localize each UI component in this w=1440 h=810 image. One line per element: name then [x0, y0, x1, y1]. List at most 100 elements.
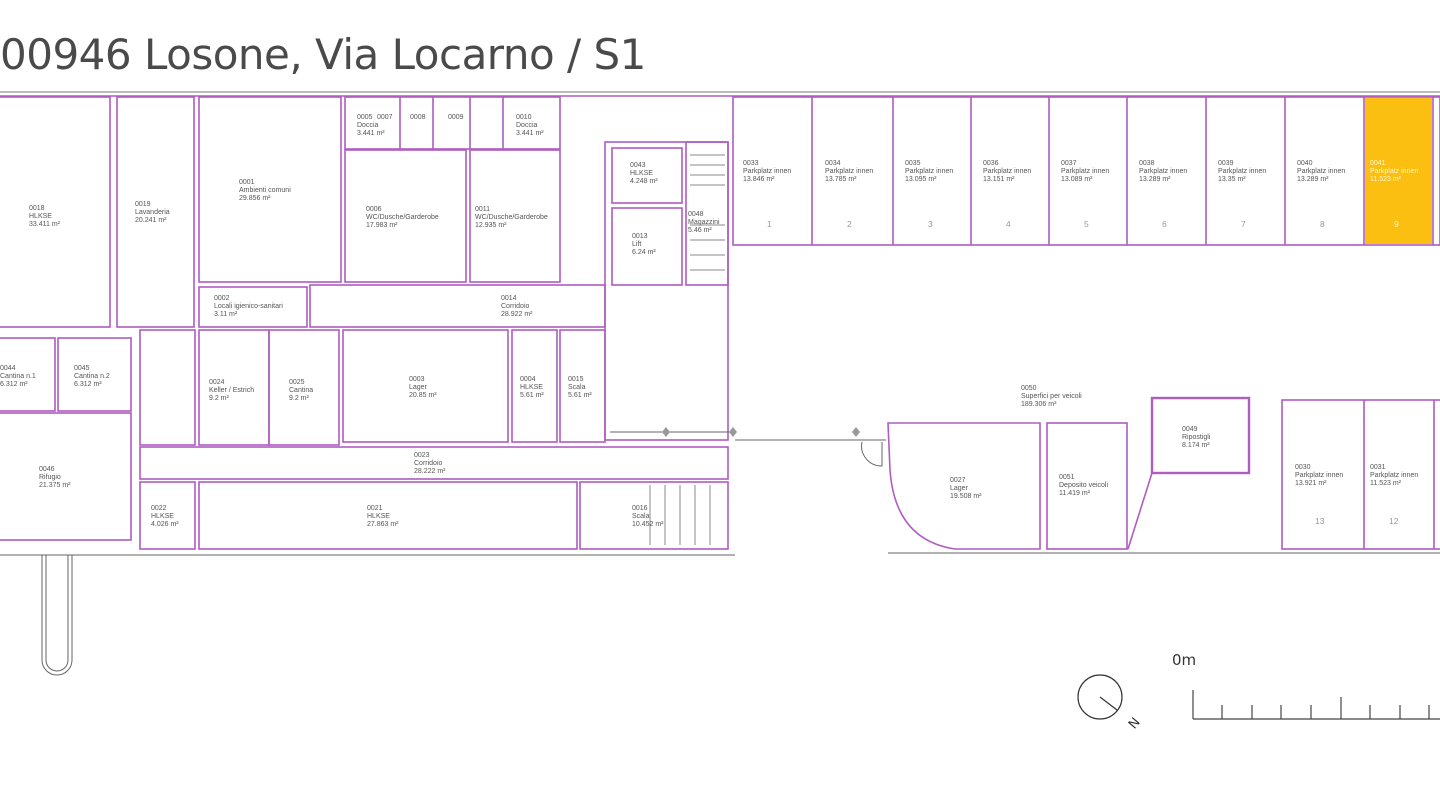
id-label: 0031: [1370, 464, 1386, 471]
id-label: 0045: [74, 365, 90, 372]
name-label: Parkplatz innen: [1295, 472, 1344, 479]
area-label: 19.508 m²: [950, 493, 982, 500]
name-label: HLKSE: [151, 513, 174, 520]
name-label: HLKSE: [520, 384, 543, 391]
area-label: 13.151 m²: [983, 176, 1015, 183]
id-label: 0015: [568, 376, 584, 383]
id-label: 0051: [1059, 474, 1075, 481]
id-label: 0049: [1182, 426, 1198, 433]
name-label: Cantina n.1: [0, 373, 36, 380]
number-label: 1: [767, 219, 772, 229]
id-label: 0024: [209, 379, 225, 386]
name-label: Parkplatz innen: [1370, 472, 1419, 479]
room-0007[interactable]: 0007: [372, 97, 400, 149]
name-label: Cantina: [289, 387, 314, 394]
area-label: 11.419 m²: [1059, 490, 1090, 497]
area-label: 20.241 m²: [135, 217, 167, 224]
number-label: 4: [1006, 219, 1011, 229]
area-label: 17.983 m²: [366, 222, 398, 229]
area-label: 13.785 m²: [825, 176, 857, 183]
id-label: 0007: [377, 114, 393, 121]
name-label: Deposito veicoli: [1059, 482, 1109, 489]
id-label: 0014: [501, 295, 517, 302]
scale-bar: [1192, 690, 1440, 720]
name-label: HLKSE: [367, 513, 390, 520]
area-label: 11.523 m²: [1370, 480, 1401, 487]
name-label: Cantina n.2: [74, 373, 110, 380]
name-label: Parkplatz innen: [743, 168, 792, 175]
area-label: 28.922 m²: [501, 311, 533, 318]
name-label: WC/Dusche/Garderobe: [366, 214, 439, 221]
id-label: 0006: [366, 206, 382, 213]
id-label: 0022: [151, 505, 167, 512]
parking-space-0041-selected[interactable]: [1365, 98, 1432, 244]
area-label: 4.026 m²: [151, 521, 179, 528]
name-label: Scala: [568, 384, 586, 391]
id-label: 0027: [950, 477, 966, 484]
id-label: 0011: [475, 206, 491, 213]
name-label: Parkplatz innen: [983, 168, 1032, 175]
north-arrow-icon: N: [1077, 674, 1144, 732]
number-label: 5: [1084, 219, 1089, 229]
name-label: Superfici per veicoli: [1021, 393, 1082, 400]
name-label: Scala: [632, 513, 650, 520]
id-label: 0035: [905, 160, 921, 167]
id-label: 0044: [0, 365, 16, 372]
area-label: 21.375 m²: [39, 482, 71, 489]
room-0009[interactable]: 0009: [433, 97, 470, 149]
area-label: 29.856 m²: [239, 195, 271, 202]
room-0008[interactable]: 0008: [400, 97, 433, 149]
number-label: 2: [847, 219, 852, 229]
id-label: 0018: [29, 205, 45, 212]
id-label: 0021: [367, 505, 383, 512]
area-label: 189.306 m²: [1021, 401, 1057, 408]
name-label: Parkplatz innen: [1297, 168, 1346, 175]
name-label: Corridoio: [501, 303, 530, 310]
area-label: 5.46 m²: [688, 227, 712, 234]
id-label: 0010: [516, 114, 532, 121]
name-label: Corridoio: [414, 460, 443, 467]
number-label: 8: [1320, 219, 1325, 229]
id-label: 0040: [1297, 160, 1313, 167]
name-label: Lager: [950, 485, 968, 492]
name-label: Parkplatz innen: [1139, 168, 1188, 175]
